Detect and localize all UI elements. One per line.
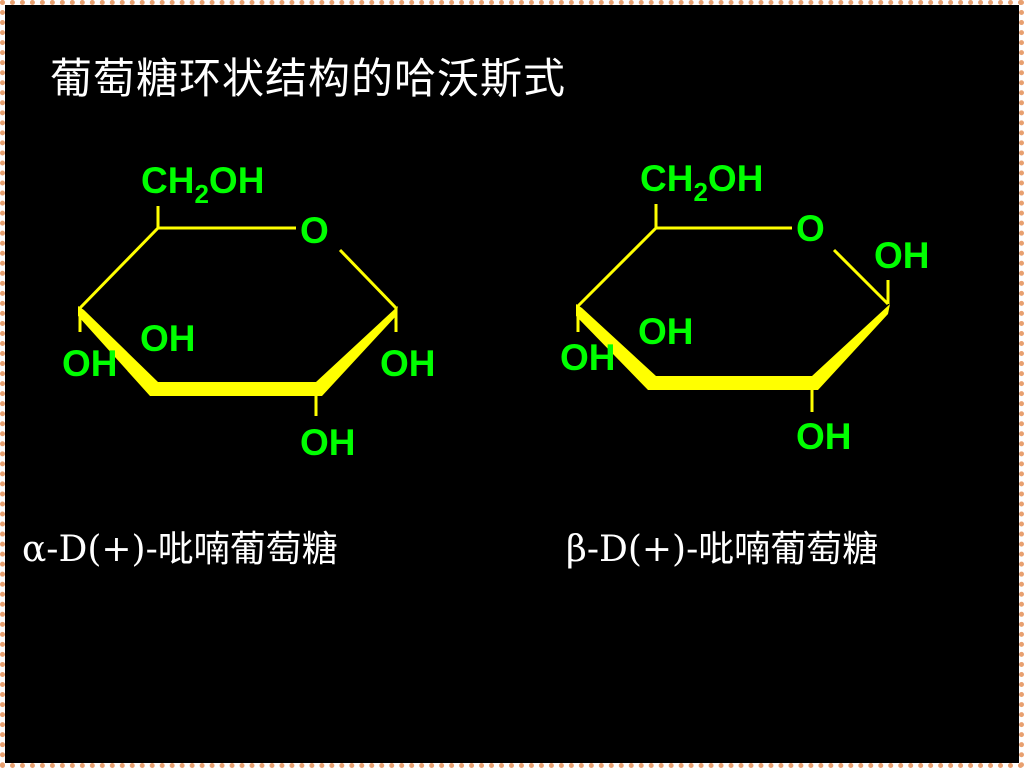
alpha-caption: α-D(+)-吡喃葡萄糖: [22, 529, 338, 570]
beta-bond-o-c1: [832, 248, 890, 306]
beta-ring-oxygen: O: [796, 208, 825, 249]
beta-oh-c3: OH: [638, 311, 694, 352]
alpha-oh-c2: OH: [300, 422, 356, 463]
beta-oh-c4: OH: [560, 337, 616, 378]
alpha-oh-c4: OH: [62, 343, 118, 384]
beta-front-bonds: [576, 304, 890, 390]
alpha-ring-oxygen: O: [300, 210, 329, 251]
beta-glucose-structure: CH2OH O OH OH OH OH: [560, 158, 930, 457]
beta-bond-c5-c4: [576, 226, 658, 308]
beta-ch2oh-label: CH2OH: [640, 158, 763, 207]
alpha-ch2oh-label: CH2OH: [141, 160, 264, 209]
beta-oh-c1: OH: [874, 235, 930, 276]
alpha-bonds: [78, 206, 398, 416]
alpha-bond-c5-c4: [78, 226, 160, 310]
alpha-oh-c1: OH: [380, 343, 436, 384]
alpha-bond-o-c1: [338, 248, 398, 310]
beta-oh-c2: OH: [796, 416, 852, 457]
alpha-oh-c3: OH: [140, 318, 196, 359]
beta-caption: β-D(+)-吡喃葡萄糖: [566, 529, 879, 570]
slide-title: 葡萄糖环状结构的哈沃斯式: [50, 54, 567, 103]
alpha-glucose-structure: CH2OH O OH OH OH OH: [62, 160, 436, 463]
alpha-front-bonds: [78, 306, 398, 396]
beta-bonds: [576, 204, 890, 412]
